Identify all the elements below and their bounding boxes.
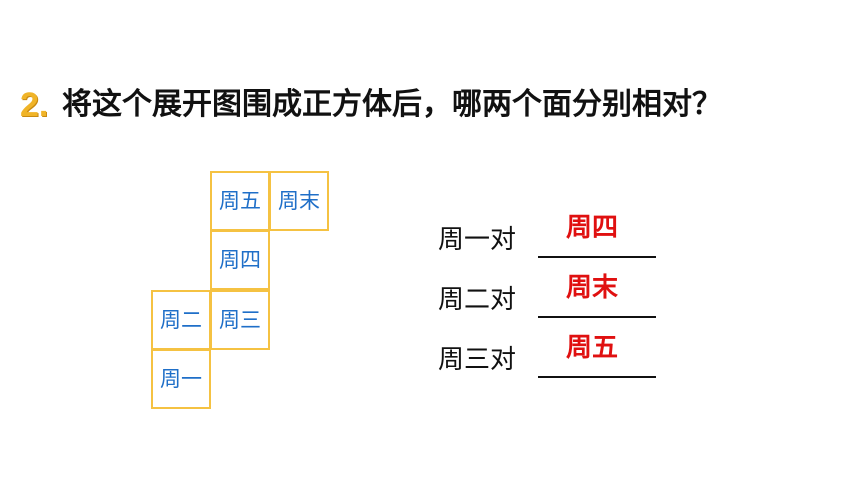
question-text: 将这个展开图围成正方体后，哪两个面分别相对？ [62, 87, 722, 122]
answer-row-monday: 周一对 周四 [438, 214, 668, 262]
answer-value: 周五 [566, 333, 619, 363]
answer-blank-line [538, 256, 656, 258]
answer-blank-line [538, 316, 656, 318]
net-face-tuesday: 周二 [151, 290, 211, 350]
answer-blank-line [538, 376, 656, 378]
answer-value: 周四 [566, 213, 619, 243]
answer-value: 周末 [566, 273, 619, 303]
net-face-friday: 周五 [210, 171, 270, 231]
answer-label: 周二对 [438, 285, 517, 315]
net-face-wednesday: 周三 [210, 290, 270, 350]
question-number: 2. [20, 86, 49, 124]
answer-row-wednesday: 周三对 周五 [438, 334, 668, 382]
answer-label: 周一对 [438, 225, 517, 255]
net-face-monday: 周一 [151, 349, 211, 409]
answer-row-tuesday: 周二对 周末 [438, 274, 668, 322]
answer-label: 周三对 [438, 345, 517, 375]
net-face-thursday: 周四 [210, 230, 270, 290]
net-face-weekend: 周末 [269, 171, 329, 231]
